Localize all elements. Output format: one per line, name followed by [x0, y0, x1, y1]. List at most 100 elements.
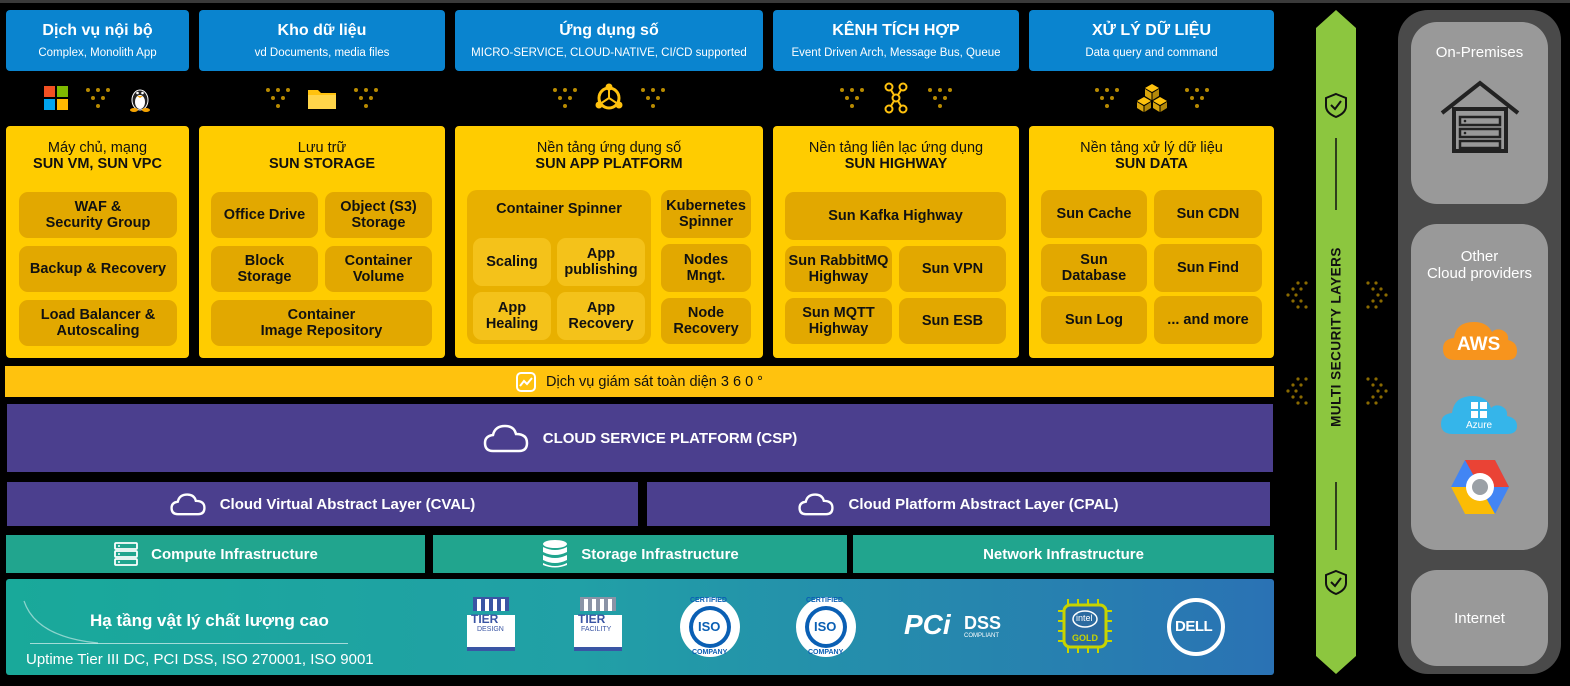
chip-backup[interactable]: Backup & Recovery	[19, 246, 177, 292]
certified-label: CERTIFIED	[806, 597, 843, 604]
tier-design-label: TIER	[471, 612, 499, 626]
platform-name: SUN APP PLATFORM	[535, 156, 683, 172]
compliant-label: COMPLIANT	[964, 633, 1000, 639]
windows-icon	[43, 86, 68, 110]
chip-office-drive[interactable]: Office Drive	[211, 192, 318, 238]
platform-subtitle: Nền tảng ứng dụng số	[536, 140, 682, 156]
folder-icon	[308, 90, 336, 109]
platform-name: SUN STORAGE	[268, 156, 376, 172]
cloud-icon	[170, 493, 206, 516]
chip-sun-database[interactable]: Sun Database	[1041, 244, 1147, 292]
header-subtitle: vd Documents, media files	[254, 46, 390, 59]
tier-design-sub: DESIGN	[477, 626, 504, 633]
hex-dots-icon	[641, 88, 665, 108]
chip-scaling[interactable]: Scaling	[473, 238, 551, 286]
icon-row-internal	[6, 80, 189, 116]
intel-label: intel	[1076, 613, 1093, 623]
hex-dots-icon	[354, 88, 378, 108]
env-other-cloud-providers[interactable]: Other Cloud providers AWS Azure	[1411, 224, 1548, 550]
header-digital-apps: Ứng dụng số MICRO-SERVICE, CLOUD-NATIVE,…	[455, 10, 763, 71]
chip-sun-log[interactable]: Sun Log	[1041, 296, 1147, 344]
header-title: Ứng dụng số	[559, 21, 659, 39]
hex-dots-icon	[1094, 88, 1119, 108]
physical-subtitle: Uptime Tier III DC, PCI DSS, ISO 270001,…	[26, 651, 374, 668]
iso-27001-badge: ISO CERTIFIED COMPANY	[678, 595, 742, 659]
iso-seal-icon	[680, 597, 740, 657]
chip-app-healing[interactable]: App Healing	[473, 292, 551, 340]
chip-container-volume[interactable]: Container Volume	[325, 246, 432, 292]
csp-label: CLOUD SERVICE PLATFORM (CSP)	[542, 429, 798, 447]
chip-image-repository[interactable]: Container Image Repository	[211, 300, 432, 346]
header-subtitle: Event Driven Arch, Message Bus, Queue	[791, 46, 1001, 59]
azure-logo: Azure	[1439, 390, 1519, 438]
chip-sun-vpn[interactable]: Sun VPN	[899, 246, 1006, 292]
chip-sun-esb[interactable]: Sun ESB	[899, 298, 1006, 344]
csp-layer: CLOUD SERVICE PLATFORM (CSP)	[7, 404, 1273, 472]
microservice-icon	[595, 83, 623, 110]
hex-dots-icon	[85, 88, 110, 108]
cpal-layer: Cloud Platform Abstract Layer (CPAL)	[647, 482, 1270, 526]
chip-object-storage[interactable]: Object (S3) Storage	[325, 192, 432, 238]
chip-sun-cache[interactable]: Sun Cache	[1041, 190, 1147, 238]
physical-infrastructure: Hạ tầng vật lý chất lượng cao Uptime Tie…	[6, 579, 1274, 675]
azure-cloud-icon	[1441, 396, 1517, 434]
monitoring-label: Dịch vụ giám sát toàn diện 3 6 0 °	[546, 373, 763, 390]
database-icon	[543, 540, 568, 568]
chip-sun-cdn[interactable]: Sun CDN	[1154, 190, 1262, 238]
chip-and-more[interactable]: ... and more	[1154, 296, 1262, 344]
chevron-left-icon	[1286, 377, 1308, 405]
datacenter-icon	[1440, 80, 1519, 153]
google-cloud-icon	[1451, 460, 1509, 514]
chip-kafka-highway[interactable]: Sun Kafka Highway	[785, 192, 1006, 240]
icon-row-data	[1029, 80, 1274, 116]
pci-dss-badge: PCi DSS COMPLIANT	[902, 609, 1012, 649]
dss-label: DSS	[964, 613, 1002, 633]
shield-icon	[1325, 92, 1347, 119]
infra-storage: Storage Infrastructure	[433, 535, 847, 573]
chip-container-spinner[interactable]: Container Spinner	[496, 201, 622, 217]
icon-row-apps	[455, 80, 763, 116]
chip-block-storage[interactable]: Block Storage	[211, 246, 318, 292]
chip-app-publishing[interactable]: App publishing	[557, 238, 645, 286]
platform-name: SUN DATA	[1115, 156, 1188, 172]
chip-sun-find[interactable]: Sun Find	[1154, 244, 1262, 292]
chip-nodes-mngt[interactable]: Nodes Mngt.	[661, 244, 751, 292]
chip-mqtt-highway[interactable]: Sun MQTT Highway	[785, 298, 892, 344]
header-integration-channel: KÊNH TÍCH HỢP Event Driven Arch, Message…	[773, 10, 1019, 71]
tier-facility-badge: TIER FACILITY	[568, 595, 628, 655]
hex-dots-icon	[928, 88, 952, 108]
physical-title: Hạ tầng vật lý chất lượng cao	[90, 611, 329, 630]
chip-icon	[1058, 599, 1112, 653]
chip-app-recovery[interactable]: App Recovery	[557, 292, 645, 340]
chevron-right-icon	[1366, 377, 1388, 405]
swoosh-decoration	[23, 600, 99, 644]
chip-rabbitmq-highway[interactable]: Sun RabbitMQ Highway	[785, 246, 892, 292]
env-internet[interactable]: Internet	[1411, 570, 1548, 666]
monitoring-bar: Dịch vụ giám sát toàn diện 3 6 0 °	[5, 366, 1274, 397]
pci-label: PCi	[904, 609, 951, 640]
chip-kubernetes-spinner[interactable]: Kubernetes Spinner	[661, 190, 751, 238]
header-data-warehouse: Kho dữ liệu vd Documents, media files	[199, 10, 445, 71]
dell-logo-icon	[1167, 598, 1225, 656]
platform-name: SUN HIGHWAY	[844, 156, 948, 172]
company-label: COMPANY	[808, 649, 844, 656]
tier-facility-label: TIER	[578, 612, 606, 626]
chip-load-balancer[interactable]: Load Balancer & Autoscaling	[19, 300, 177, 346]
header-title: Kho dữ liệu	[277, 21, 367, 39]
chip-node-recovery[interactable]: Node Recovery	[661, 298, 751, 344]
network-nodes-icon	[884, 82, 908, 114]
cval-layer: Cloud Virtual Abstract Layer (CVAL)	[7, 482, 638, 526]
tier-design-icon	[467, 597, 515, 651]
platform-subtitle: Nền tảng liên lạc ứng dụng	[808, 140, 984, 156]
icon-row-integration	[773, 80, 1019, 116]
chip-waf[interactable]: WAF & Security Group	[19, 192, 177, 238]
env-on-premises[interactable]: On-Premises	[1411, 22, 1548, 204]
aws-logo: AWS	[1441, 314, 1519, 366]
